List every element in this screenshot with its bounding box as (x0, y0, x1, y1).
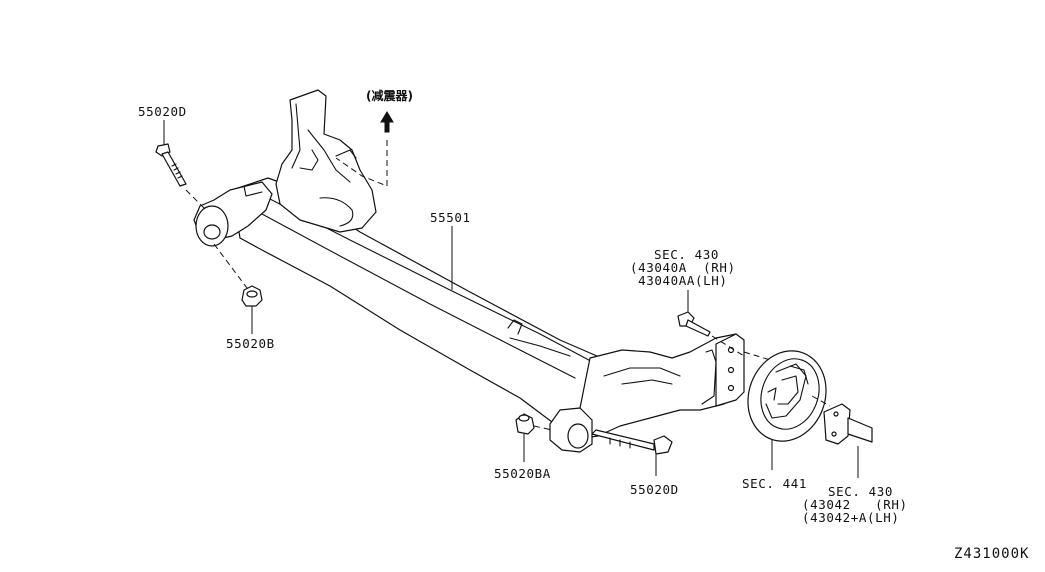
shock-absorber-label: (减震器) (366, 88, 413, 103)
nut-left-label: 55020B (226, 336, 275, 351)
sec430-bottom-lh: (43042+A(LH) (802, 510, 900, 525)
nut-left: 55020B (226, 285, 275, 351)
left-bushing (195, 205, 229, 247)
bolt-bottom: 55020D (591, 429, 679, 497)
nut-bottom: 55020BA (494, 413, 553, 481)
sec430-top-title: SEC. 430 (654, 247, 719, 262)
drawing-code: Z431000K (954, 546, 1029, 562)
right-bushing (549, 407, 593, 453)
rear-torsion-beam (193, 89, 745, 453)
sec430-bottom-rh: (43042 (RH) (802, 497, 908, 512)
sec430-top-callout: SEC. 430 (43040A (RH) 43040AA(LH) (630, 247, 745, 357)
bolt-bottom-label: 55020D (630, 482, 679, 497)
nut-bottom-label: 55020BA (494, 466, 551, 481)
brake-backing-plate: SEC. 441 (742, 350, 831, 491)
sec430-top-rh: (43040A (RH) (630, 260, 736, 275)
bolt-top-left: 55020D (138, 104, 251, 293)
sec430-top-lh: 43040AA(LH) (630, 273, 728, 288)
shock-absorber-reference: (减震器) (335, 88, 413, 187)
hub-spindle: SEC. 430 (43042 (RH) (43042+A(LH) (802, 403, 908, 525)
sec430-bottom-title: SEC. 430 (828, 484, 893, 499)
brake-backing-label: SEC. 441 (742, 476, 807, 491)
axle-beam-label: 55501 (430, 210, 471, 225)
axle-beam-callout: 55501 (430, 210, 471, 290)
up-arrow-icon (380, 111, 394, 133)
bolt-top-left-label: 55020D (138, 104, 187, 119)
